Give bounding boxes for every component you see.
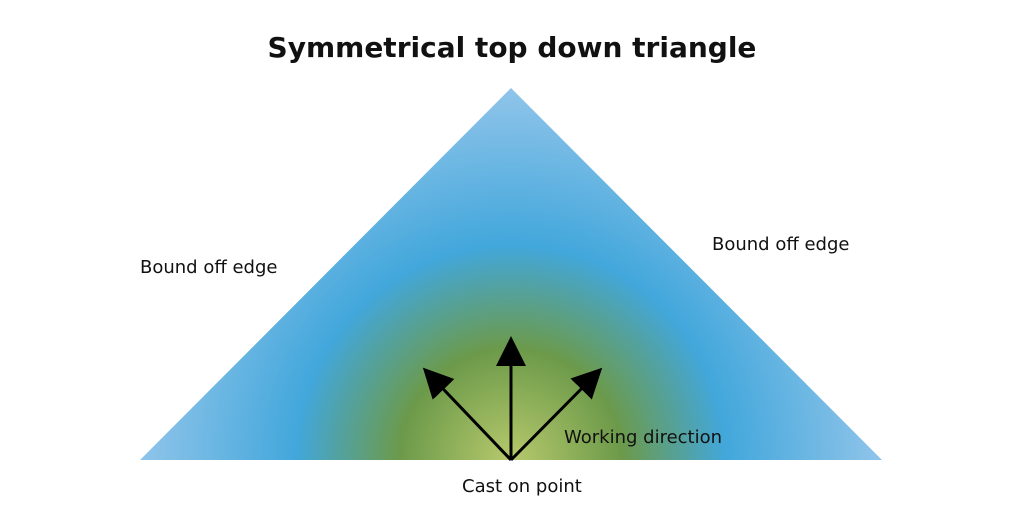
left-edge-label: Bound off edge [140, 257, 278, 278]
arrow-up-left [422, 367, 513, 462]
working-direction-arrows [422, 336, 603, 462]
page-title: Symmetrical top down triangle [267, 31, 757, 64]
right-edge-label: Bound off edge [712, 234, 850, 255]
working-direction-label: Working direction [564, 427, 723, 448]
cast-on-label: Cast on point [462, 476, 582, 497]
arrow-up-right [509, 367, 603, 462]
triangle-shape [140, 88, 882, 460]
